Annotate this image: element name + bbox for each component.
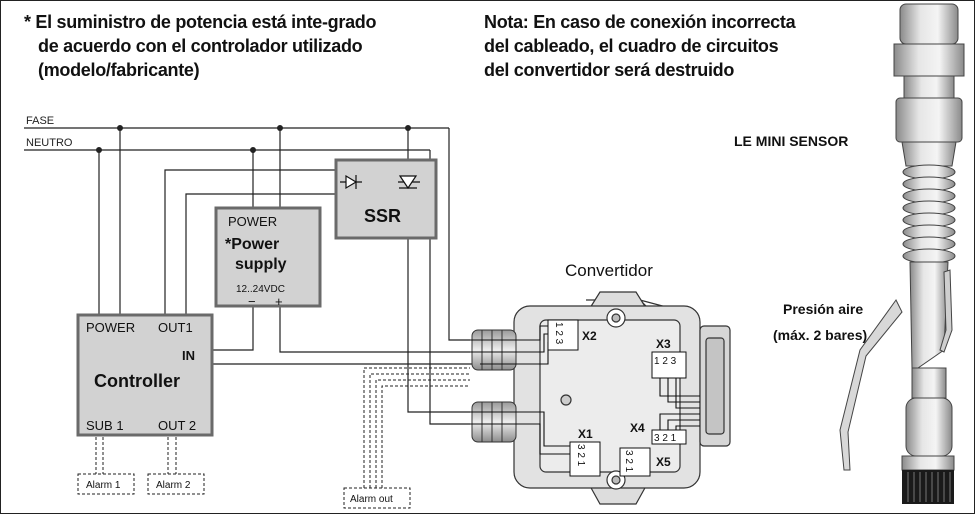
le-mini-sensor-image [839,3,965,471]
power-supply-plus: + [275,294,283,309]
terminal-x5: 3 2 1 X5 [619,447,671,477]
terminal-x3-label: X3 [656,337,671,351]
sensor-knurled-nut [902,470,954,504]
terminal-x1: 3 2 1 X1 [569,427,601,477]
phase-label: FASE [26,115,54,127]
diode-icon [340,174,362,190]
power-supply-power-label: POWER [228,214,277,229]
converter-title: Convertidor [565,261,653,280]
neutral-label: NEUTRO [26,137,73,149]
controller-out2-label: OUT 2 [158,418,196,433]
wiring-note: Nota: En caso de conexión incorrecta del… [484,10,796,82]
wiring-note-line-2: del cableado, el cuadro de circuitos [484,36,779,56]
alarm-1-box: Alarm 1 [77,473,135,495]
terminal-x4-pins: 3 2 1 [654,433,677,444]
alarm-out-box: Alarm out [343,487,411,509]
controller-box [76,313,214,437]
cable-gland-lower [471,401,517,443]
power-supply-voltage: 12..24VDC [236,284,285,295]
power-supply-note: * El suministro de potencia está inte-gr… [24,10,376,82]
controller-in-label: IN [182,348,195,363]
alarm-out-label: Alarm out [350,494,393,505]
mains-lines [24,127,449,151]
controller-out1-label: OUT1 [158,320,193,335]
terminal-x1-label: X1 [578,427,593,441]
ssr-box [334,158,438,240]
alarm-1-label: Alarm 1 [86,480,121,491]
terminal-x1-pins: 3 2 1 [575,444,586,467]
power-supply-title-2: supply [235,256,287,273]
terminal-x4: 3 2 1 X4 [630,421,687,445]
terminal-x2-label: X2 [582,329,597,343]
power-supply-note-line-2: de acuerdo con el controlador utilizado [38,36,363,56]
air-pressure-label-1: Presión aire [783,301,863,317]
ssr-title: SSR [364,206,401,226]
controller-wiring [98,128,480,425]
controller-sub1-label: SUB 1 [86,418,124,433]
terminal-x2-pins: 1 2 3 [553,322,564,345]
terminal-x5-label: X5 [656,455,671,469]
terminal-x2: 1 2 3 X2 [547,319,597,351]
terminal-x5-pins: 3 2 1 [623,450,634,473]
alarm-2-label: Alarm 2 [156,480,191,491]
wiring-note-line-3: del convertidor será destruido [484,60,735,80]
air-pressure-label-2: (máx. 2 bares) [773,327,867,343]
power-supply-note-line-3: (modelo/fabricante) [38,60,200,80]
sensor-title: LE MINI SENSOR [734,133,848,149]
power-supply-note-line-1: * El suministro de potencia está inte-gr… [24,12,377,32]
terminal-x4-label: X4 [630,421,645,435]
wiring-note-line-1: Nota: En caso de conexión incorrecta [484,12,796,32]
terminal-x3-pins: 1 2 3 [654,356,677,367]
junction-dots [96,125,411,153]
controller-title: Controller [94,371,180,391]
triac-icon [398,175,420,190]
terminal-x3: 1 2 3 X3 [651,337,687,379]
controller-power-label: POWER [86,320,135,335]
power-supply-title-1: *Power [225,236,279,253]
power-supply-minus: − [248,294,256,309]
alarm-2-box: Alarm 2 [147,473,205,495]
power-supply-box [214,206,322,308]
